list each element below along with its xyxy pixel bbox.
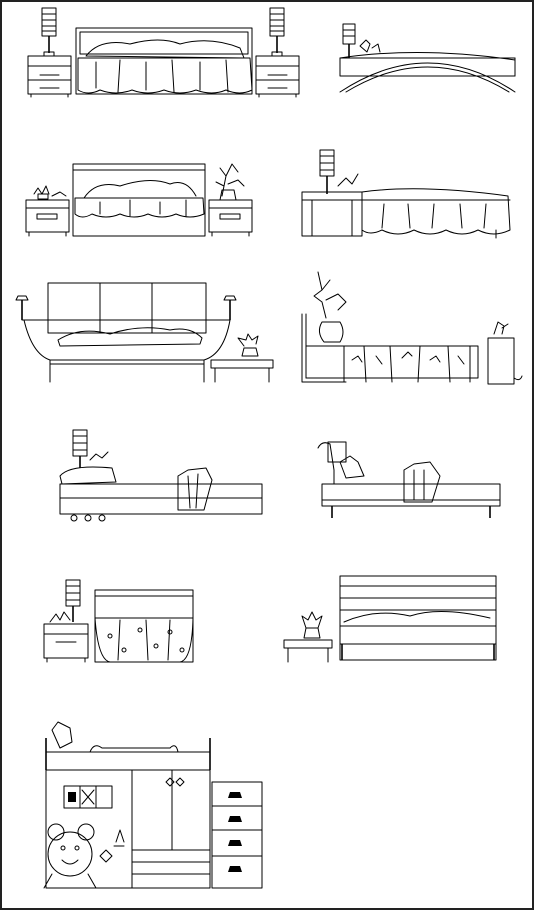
small-ornament [359,39,381,53]
upholstered-bed-with-cushions [317,441,501,518]
double-bed-with-nightstands-and-plant [25,163,253,237]
bed-double-2 [72,163,206,237]
wall-lamp-right [205,295,237,321]
platform-base [59,497,263,515]
pillow [51,721,73,749]
headboard-panels [47,282,207,334]
wall-lamp-left [15,295,47,321]
pillows [343,611,491,623]
flower [89,451,109,461]
nightstand-right [208,199,253,237]
potted-plant [215,163,245,201]
folded-blanket [403,461,441,503]
arched-bed-with-lamp [339,23,516,93]
bed-frame-curve [23,319,231,361]
arch-leg [339,62,516,93]
low-platform-bed-with-lamp [59,429,263,522]
floral-cover [94,617,194,663]
table-lamp [65,579,81,622]
decor-diamond [99,849,113,863]
drawer-tower [211,781,263,889]
small-plant [33,185,67,200]
potted-plant [237,333,259,357]
cabinet-handles [165,777,185,787]
mattress [305,345,479,379]
book-stack [327,441,347,463]
table-lamp [319,149,335,194]
lamp-shade [342,23,356,45]
picture-frames [63,785,113,809]
table-lamp-right [269,7,285,57]
branch-vase [313,271,347,343]
cushion [339,455,365,479]
pillow-stack [59,466,117,485]
flower-sprig [337,173,359,187]
table-lamp [72,429,88,468]
bed-double-1 [75,27,253,95]
headboard [317,442,335,485]
pillows [57,327,203,347]
small-plant [493,321,509,335]
floral-bed-with-nightstand-and-lamp [43,579,194,663]
frame [321,499,501,507]
side-table [210,359,274,369]
bed-rail [89,745,179,753]
folded-blanket [177,467,213,511]
table-lamp-left [41,7,57,57]
bed-with-branch-vase-and-nightstand [301,271,523,385]
kids-loft-bed-with-wardrobe-and-drawers [43,721,263,889]
small-figure [113,829,125,847]
nightstand-left [27,55,72,98]
mattress [321,483,501,501]
bed-with-cover [361,188,511,239]
mattress [59,483,263,499]
nightstand [487,337,515,385]
bed-headboard [301,313,347,383]
loft-cabinet [45,769,211,889]
potted-plant [301,611,323,639]
slatted-headboard [339,575,497,661]
small-plant [49,611,71,623]
side-cabinet [301,191,363,237]
slatted-headboard-bed-with-side-table [283,575,497,663]
paneled-bed-with-wall-lamps-and-side-table [15,282,274,383]
nightstand [43,623,89,659]
bed-with-lamp-on-side-cabinet [301,149,511,239]
side-table [283,639,333,649]
double-bed-with-two-nightstands-and-lamps [27,7,300,98]
teddy-bear [43,823,97,889]
nightstand-left [25,199,70,237]
headboard [94,589,194,663]
nightstand-right [255,55,300,98]
